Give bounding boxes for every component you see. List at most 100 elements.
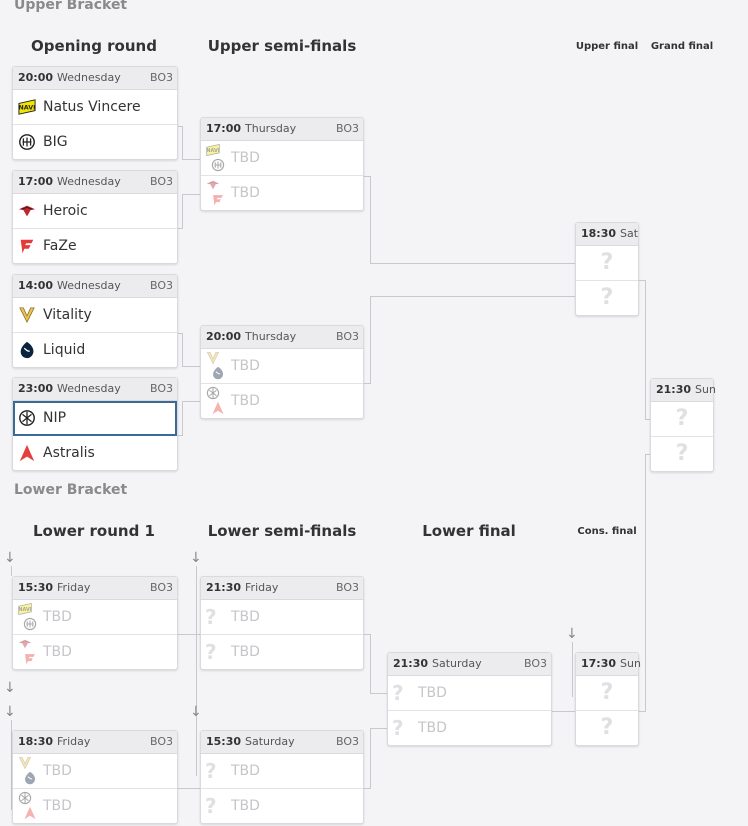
round-title-grand-final: Grand final <box>650 41 714 52</box>
team-name: NIP <box>43 410 67 426</box>
team-name: BIG <box>43 134 68 150</box>
match-time: 20:00 <box>206 330 242 343</box>
heroic-logo-icon <box>206 178 220 192</box>
unknown-team-icon: ? <box>600 285 614 310</box>
team-row[interactable]: TBD <box>13 789 177 823</box>
team-row[interactable]: Natus Vincere <box>13 90 177 125</box>
match-time: 17:00 <box>206 122 242 135</box>
team-row[interactable]: TBD <box>13 635 177 669</box>
team-name: TBD <box>231 393 260 409</box>
team-row[interactable]: TBD <box>201 176 363 210</box>
match-time: 21:30 <box>656 383 692 396</box>
match-day: Thursday <box>245 330 297 343</box>
team-name: TBD <box>43 798 72 814</box>
match-format: BO3 <box>523 657 547 670</box>
match-format: BO3 <box>149 382 173 395</box>
team-row-selected[interactable]: NIP <box>13 401 177 436</box>
match-time: 17:00 <box>18 175 54 188</box>
round-title-lower-r1: Lower round 1 <box>33 522 155 540</box>
team-row[interactable]: Liquid <box>13 333 177 367</box>
team-row[interactable]: ?TBD <box>201 635 363 669</box>
team-row[interactable]: ?TBD <box>201 754 363 789</box>
liquid-logo-icon <box>211 366 225 380</box>
team-row[interactable]: BIG <box>13 125 177 159</box>
team-row[interactable]: ? <box>651 402 713 437</box>
team-name: Vitality <box>43 307 92 323</box>
unknown-team-icon: ? <box>675 441 689 466</box>
vitality-logo-icon <box>18 756 32 770</box>
team-name: TBD <box>231 150 260 166</box>
team-name: TBD <box>43 763 72 779</box>
team-row[interactable]: ? <box>576 676 638 711</box>
team-row[interactable]: TBD <box>201 349 363 384</box>
team-row[interactable]: ?TBD <box>201 600 363 635</box>
heroic-logo-icon <box>18 202 36 220</box>
unknown-team-icon: ? <box>205 640 217 664</box>
team-row[interactable]: ?TBD <box>201 789 363 823</box>
astralis-logo-icon <box>211 401 225 415</box>
team-row[interactable]: ? <box>576 711 638 745</box>
faze-logo-icon <box>18 237 36 255</box>
match-format: BO3 <box>335 735 359 748</box>
round-title-opening: Opening round <box>31 37 157 55</box>
unknown-team-icon: ? <box>205 759 217 783</box>
match-day: Thursday <box>245 122 297 135</box>
vitality-logo-icon <box>206 351 220 365</box>
team-row[interactable]: Vitality <box>13 298 177 333</box>
team-row[interactable]: ? <box>576 281 638 315</box>
vitality-logo-icon <box>18 306 36 324</box>
team-name: TBD <box>231 609 260 625</box>
astralis-logo-icon <box>18 444 36 462</box>
match-time: 21:30 <box>393 657 429 670</box>
team-row[interactable]: FaZe <box>13 229 177 263</box>
team-row[interactable]: Heroic <box>13 194 177 229</box>
round-title-upper-final: Upper final <box>575 41 639 52</box>
team-row[interactable]: TBD <box>201 384 363 418</box>
team-name: TBD <box>231 358 260 374</box>
big-logo-icon <box>23 617 37 631</box>
match-format: BO3 <box>149 581 173 594</box>
team-row[interactable]: Astralis <box>13 436 177 470</box>
match-day: Sun <box>620 657 641 670</box>
team-row[interactable]: ? <box>651 437 713 471</box>
match-format: BO3 <box>149 279 173 292</box>
nip-logo-icon <box>18 409 36 427</box>
match-format: BO3 <box>149 71 173 84</box>
team-name: TBD <box>231 185 260 201</box>
liquid-logo-icon <box>18 341 36 359</box>
team-row[interactable]: TBD <box>13 600 177 635</box>
navi-logo-icon <box>18 98 36 116</box>
team-row[interactable]: ? <box>576 246 638 281</box>
match-day: Wednesday <box>57 175 121 188</box>
team-row[interactable]: TBD <box>13 754 177 789</box>
team-row[interactable]: ?TBD <box>388 676 551 711</box>
round-title-lower-final: Lower final <box>422 522 516 540</box>
match-day: Wednesday <box>57 71 121 84</box>
round-title-cons-final: Cons. final <box>577 526 637 537</box>
match-time: 18:30 <box>581 227 617 240</box>
team-row[interactable]: TBD <box>201 141 363 176</box>
match-time: 21:30 <box>206 581 242 594</box>
team-row[interactable]: ?TBD <box>388 711 551 745</box>
